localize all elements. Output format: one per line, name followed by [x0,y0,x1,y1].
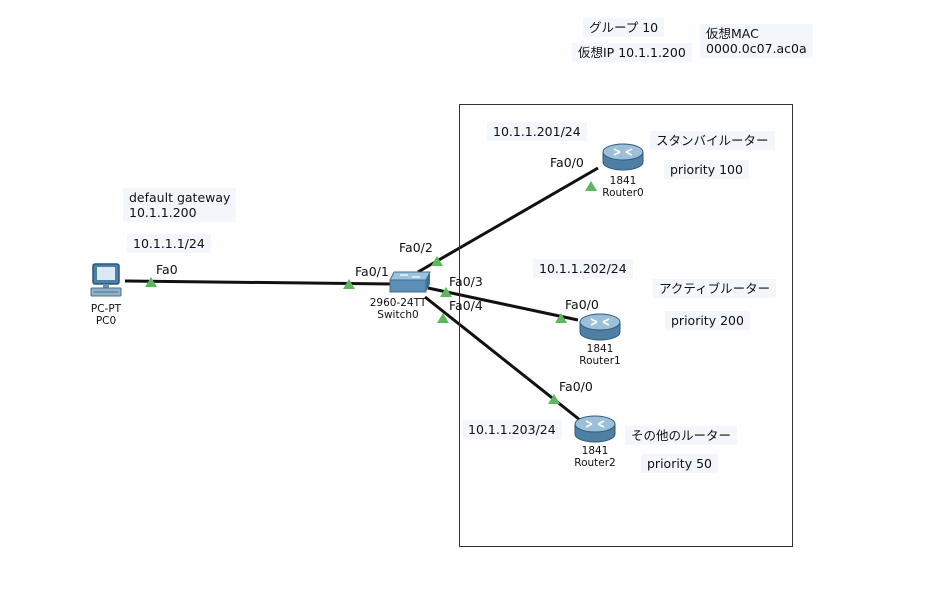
router0-ip-label: 10.1.1.201/24 [487,122,587,141]
link-status-indicators [145,181,597,404]
switch-port-fa0-3: Fa0/3 [449,274,483,289]
pc-icon [90,263,122,297]
gateway-label: default gateway [129,190,231,205]
router2-priority-label: priority 50 [641,454,718,473]
switch-port-fa0-1: Fa0/1 [355,264,389,279]
router0-role-label: スタンバイルーター [650,131,775,150]
virtual-ip-label: 仮想IP 10.1.1.200 [572,43,692,62]
router2-ip-label: 10.1.1.203/24 [462,420,562,439]
switch-model: 2960-24TT [369,297,427,309]
pc-name: PC0 [95,315,117,327]
switch-name: Switch0 [377,309,419,321]
pc-gateway-note: default gateway 10.1.1.200 [123,188,237,222]
pc-ip-label: 10.1.1.1/24 [127,234,211,253]
router0-device[interactable] [600,140,646,172]
router0-priority-label: priority 100 [664,160,749,179]
pc-type: PC-PT [90,303,122,315]
router0-name-label: 1841 Router0 [602,175,643,199]
pc-port-label: Fa0 [156,262,178,277]
router0-name: Router0 [602,187,644,199]
link-up-indicator-router2-fa0-0 [548,394,560,404]
router1-model: 1841 [586,343,614,355]
link-up-indicator-switch-fa0-1 [343,279,355,289]
link-up-indicator-router1-fa0-0 [555,313,567,323]
link-switch-router0[interactable] [417,166,599,274]
router1-device[interactable] [577,310,623,342]
router2-port-label: Fa0/0 [559,379,593,394]
router2-name-label: 1841 Router2 [574,445,615,469]
router1-name-label: 1841 Router1 [579,343,620,367]
virtual-mac-label: 仮想MAC [706,26,759,41]
router-icon [602,143,644,171]
link-up-indicator-switch-fa0-4 [437,313,449,323]
virtual-mac-value: 0000.0c07.ac0a [706,41,807,56]
router0-model: 1841 [609,175,637,187]
switch-icon [389,271,431,293]
router2-role-label: その他のルーター [625,426,738,445]
link-pc-switch[interactable] [124,279,396,286]
router-icon [579,313,621,341]
virtual-mac-note: 仮想MAC 0000.0c07.ac0a [700,24,813,58]
link-up-indicator-router0-fa0-0 [585,181,597,191]
router1-ip-label: 10.1.1.202/24 [533,259,633,278]
link-up-indicator-pc-fa0 [145,277,157,287]
link-up-indicator-switch-fa0-2 [431,256,443,266]
router0-port-label: Fa0/0 [550,155,584,170]
router2-model: 1841 [581,445,609,457]
pc-name-label: PC-PT PC0 [91,303,121,327]
router1-role-label: アクティブルーター [653,279,777,298]
switch-name-label: 2960-24TT Switch0 [370,297,427,321]
router1-port-label: Fa0/0 [565,297,599,312]
gateway-ip: 10.1.1.200 [129,205,197,220]
link-switch-router1[interactable] [427,286,579,322]
switch-device[interactable] [388,270,432,296]
router-area-boundary [459,104,793,547]
router1-priority-label: priority 200 [665,311,750,330]
router1-name: Router1 [579,355,621,367]
link-up-indicator-switch-fa0-3 [440,287,452,297]
router2-name: Router2 [574,457,616,469]
router-icon [574,415,616,443]
router2-device[interactable] [572,412,618,444]
pc-device[interactable] [88,262,128,302]
switch-port-fa0-4: Fa0/4 [449,298,483,313]
switch-port-fa0-2: Fa0/2 [399,240,433,255]
hsrp-group-title: グループ 10 [583,18,665,37]
